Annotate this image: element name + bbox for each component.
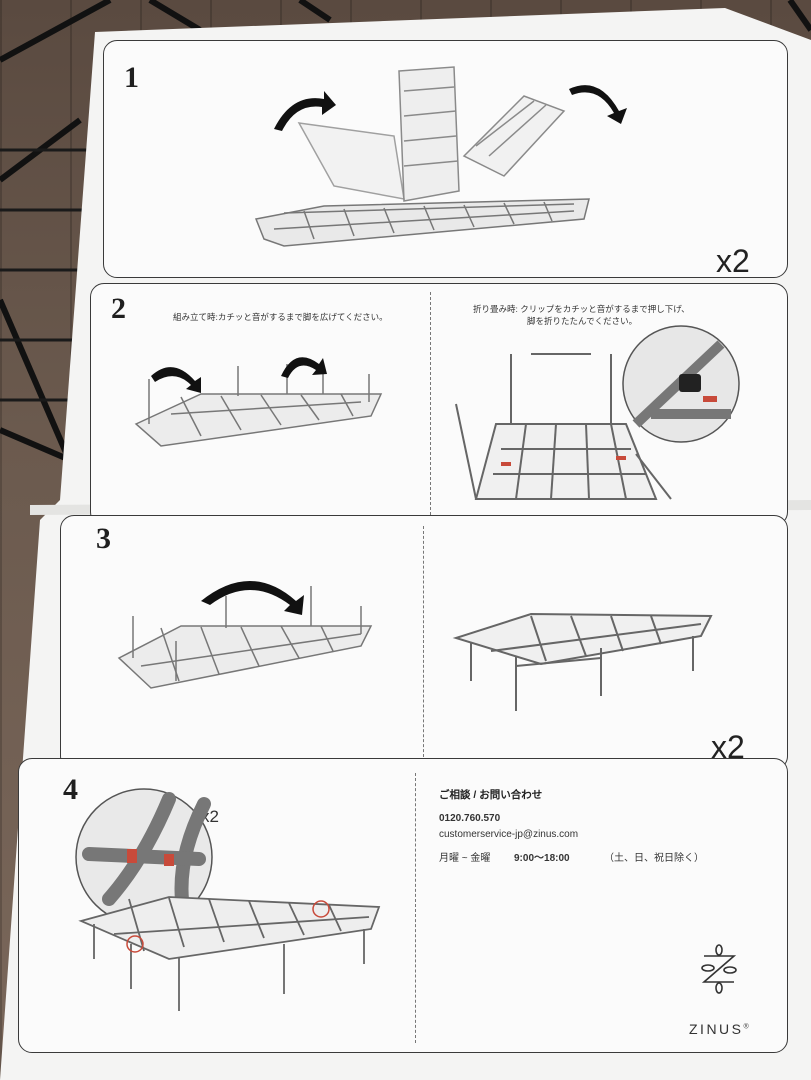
panel-divider [430,292,431,520]
panel-divider [423,526,424,762]
contact-email: customerservice-jp@zinus.com [439,829,579,840]
connect-frames-illustration [75,788,381,1011]
assemble-note: 組み立て時:カチッと音がするまで脚を広げてください。 [173,312,388,322]
contact-heading: ご相談 / お問い合わせ [439,789,543,801]
step-1-panel: 1 x2 [103,40,788,278]
contact-hours: 9:00～18:00 [514,853,570,864]
brand-name-text: ZINUS [689,1021,744,1037]
step-2-panel: 2 組み立て時:カチッと音がするまで脚を広げてください。 折り畳み時: クリップ… [90,283,788,526]
bed-frame-flip-illustration [117,581,713,711]
contact-closed-days: （土、日、祝日除く） [604,853,704,864]
contact-days: 月曜 ~ 金曜 [439,853,491,864]
trademark-mark: ® [743,1023,749,1031]
fold-note-line-2: 脚を折りたたんでください。 [527,316,638,326]
contact-phone: 0120.760.570 [439,813,501,824]
step-4-panel: 4 x2 [18,758,788,1053]
step-number: 2 [111,292,126,325]
step-number: 4 [63,773,78,806]
panel-divider [415,773,416,1043]
zinus-logo-icon [701,944,737,994]
brand-name: ZINUS® [689,1021,749,1037]
bed-frame-unfold-illustration [254,66,627,247]
fold-note-line-1: 折り畳み時: クリップをカチッと音がするまで押し下げ、 [473,304,690,314]
step-3-panel: 3 x2 [60,515,788,770]
quantity-label: x2 [716,243,750,278]
leg-unfold-illustration [134,325,740,500]
step-number: 3 [96,522,111,555]
step-number: 1 [124,61,139,94]
